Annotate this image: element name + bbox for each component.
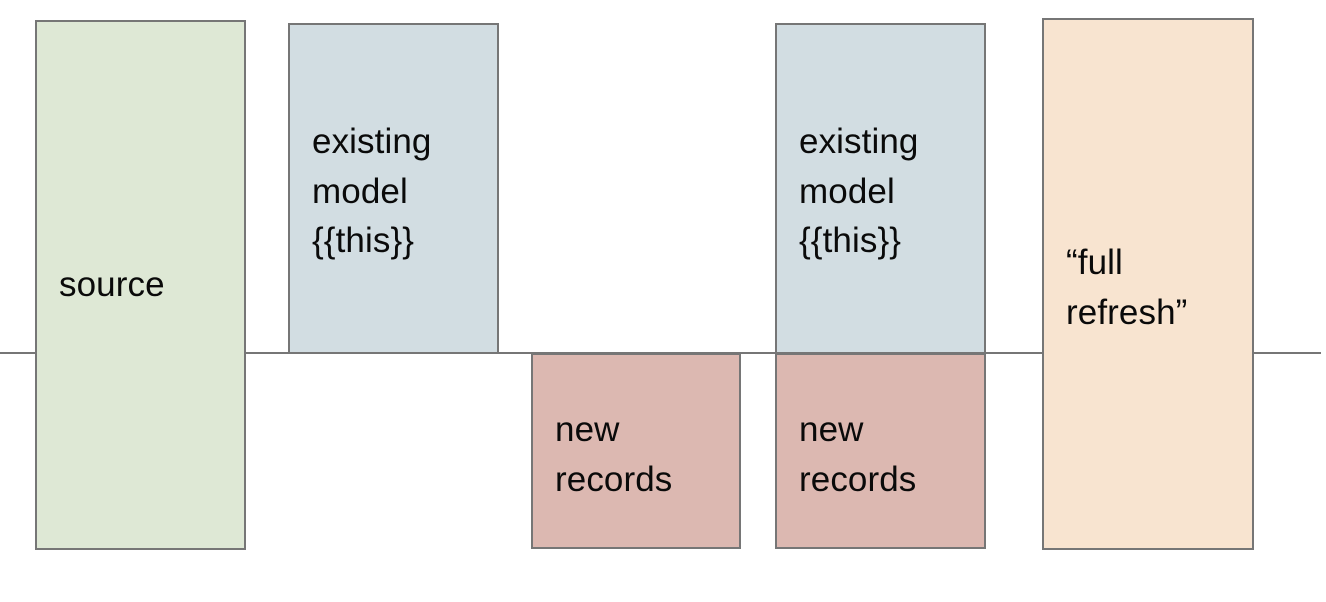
block-new-records-a-label: new records <box>555 410 673 499</box>
block-new-records-b[interactable]: new records <box>775 353 986 549</box>
block-source[interactable]: source <box>35 20 246 550</box>
block-new-records-a[interactable]: new records <box>531 353 741 549</box>
block-new-records-b-label: new records <box>799 410 917 499</box>
block-existing-model-a-label: existing model {{this}} <box>312 122 432 261</box>
block-full-refresh[interactable]: “full refresh” <box>1042 18 1254 550</box>
block-existing-model-a[interactable]: existing model {{this}} <box>288 23 499 354</box>
block-existing-model-b[interactable]: existing model {{this}} <box>775 23 986 354</box>
block-source-label: source <box>59 265 165 305</box>
block-full-refresh-label: “full refresh” <box>1066 243 1188 332</box>
block-existing-model-b-label: existing model {{this}} <box>799 122 919 261</box>
